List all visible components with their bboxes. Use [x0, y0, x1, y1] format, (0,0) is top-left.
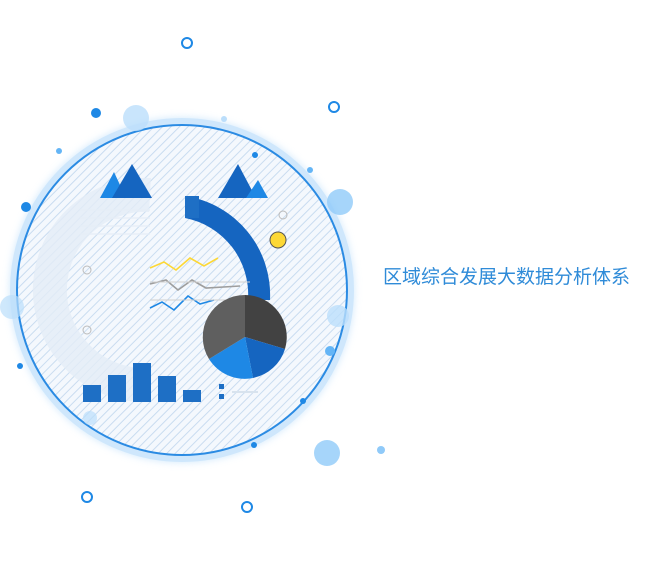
- mountain-icon: [100, 164, 268, 198]
- page-caption: 区域综合发展大数据分析体系: [383, 266, 631, 288]
- main-circle: [10, 118, 354, 462]
- donut-gauge-icon: [185, 196, 288, 300]
- pie-chart-icon: [202, 294, 287, 379]
- bar-chart-icon: [83, 363, 258, 402]
- decorative-bubbles: [0, 37, 385, 513]
